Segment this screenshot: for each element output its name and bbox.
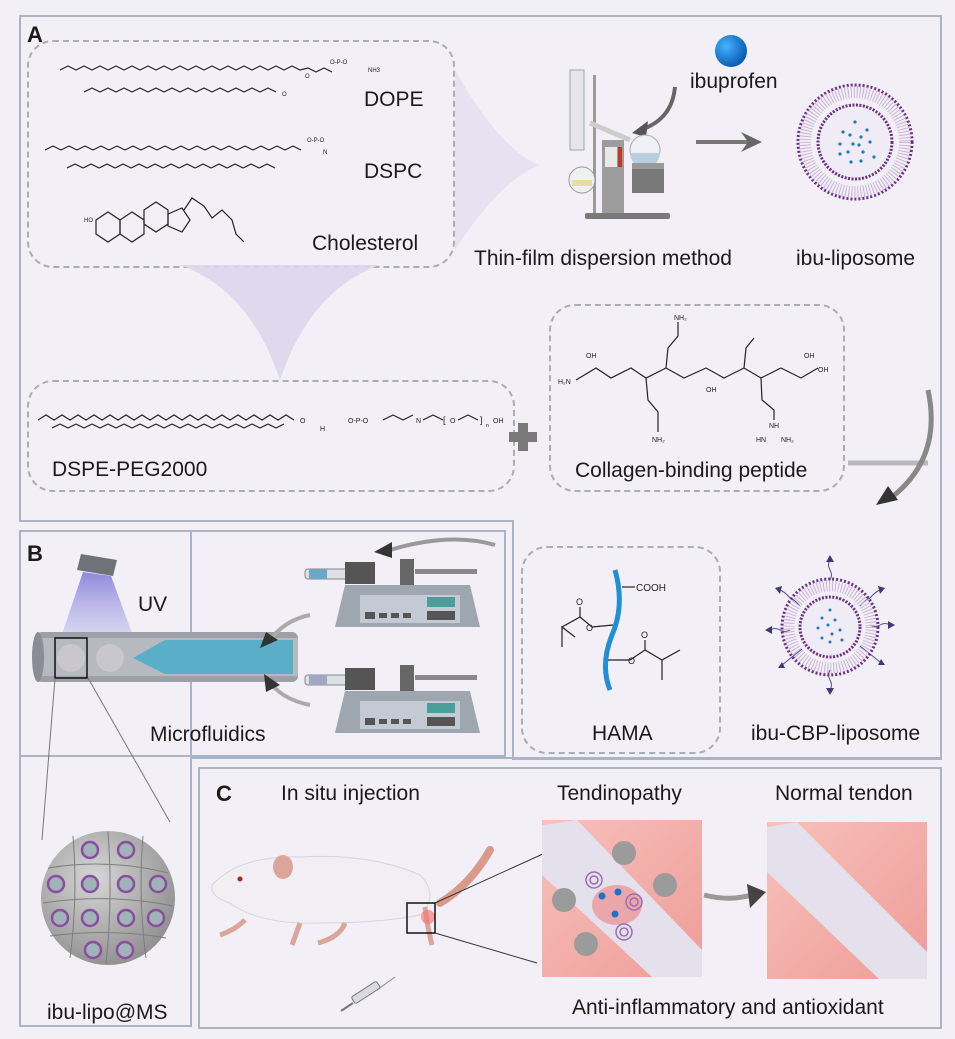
svg-text:OH: OH	[804, 353, 815, 360]
svg-text:HN: HN	[756, 437, 766, 444]
panel-b-outer-border	[19, 530, 192, 1027]
svg-text:H: H	[320, 426, 325, 433]
syringe-icon	[340, 976, 396, 1012]
panel-bc-frame	[190, 757, 942, 1029]
svg-text:O: O	[576, 597, 583, 607]
ibu-cbp-liposome-icon	[765, 555, 895, 695]
svg-text:]: ]	[480, 415, 483, 425]
ibu-liposome-icon	[796, 83, 914, 201]
ibuprofen-sphere-icon	[715, 35, 747, 67]
dope-structure: O O-P-O NH3 O	[59, 60, 381, 98]
svg-text:O-P-O: O-P-O	[307, 138, 325, 144]
arrow-right-icon	[696, 132, 762, 152]
svg-text:NH₂: NH₂	[781, 437, 794, 444]
label-cholesterol: Cholesterol	[312, 232, 419, 255]
microsphere-icon	[41, 831, 175, 965]
normal-tendon-image	[767, 822, 927, 979]
label-ibuprofen: ibuprofen	[690, 70, 778, 93]
hama-box	[521, 546, 721, 754]
syringe-pump-2-icon	[304, 665, 480, 733]
svg-text:OH: OH	[706, 387, 717, 394]
svg-text:OH: OH	[493, 418, 504, 425]
svg-text:[: [	[443, 415, 446, 425]
curved-arrow-icon	[632, 86, 677, 137]
syringe-pump-1-icon	[304, 559, 480, 627]
funnel-shape	[180, 70, 540, 380]
plus-icon	[509, 423, 537, 451]
svg-text:O: O	[450, 418, 456, 425]
label-dspc: DSPC	[364, 160, 423, 183]
panel-a-border	[19, 15, 942, 522]
svg-text:HO: HO	[84, 218, 93, 224]
top-flow-arrow-icon	[374, 537, 496, 558]
svg-text:O: O	[586, 623, 593, 633]
cholesterol-structure: HO	[84, 197, 245, 243]
svg-text:N: N	[416, 418, 421, 425]
svg-text:O-P-O: O-P-O	[330, 60, 348, 66]
svg-text:O-P-O: O-P-O	[348, 418, 369, 425]
label-in-situ-injection: In situ injection	[281, 782, 420, 805]
svg-text:NH: NH	[769, 423, 779, 430]
label-tendinopathy: Tendinopathy	[557, 782, 682, 805]
svg-text:H₂N: H₂N	[558, 379, 571, 386]
panel-a-lower-right-border	[512, 520, 942, 760]
svg-text:O: O	[300, 418, 306, 425]
arrow-heal-icon	[703, 884, 766, 908]
svg-text:OH: OH	[818, 367, 829, 374]
dope-head-label: NH3	[368, 68, 381, 74]
rotary-evaporator-icon	[568, 69, 670, 219]
peptide-box	[549, 304, 845, 492]
dspc-head-label: N	[323, 150, 327, 156]
label-effect: Anti-inflammatory and antioxidant	[572, 996, 884, 1019]
panel-a-label: A	[27, 22, 43, 47]
svg-text:O: O	[282, 92, 287, 98]
hama-structure: COOH O O O O	[560, 569, 681, 691]
svg-text:NH₂: NH₂	[652, 437, 665, 444]
svg-text:O: O	[628, 656, 635, 666]
curved-arrow-down-icon	[848, 389, 934, 505]
svg-text:O: O	[305, 74, 310, 80]
label-uv: UV	[138, 593, 168, 616]
label-collagen-binding-peptide: Collagen-binding peptide	[575, 459, 808, 482]
zoom-lines	[41, 677, 171, 841]
dspc-structure: O-P-O N	[44, 138, 327, 169]
label-dspe-peg2000: DSPE-PEG2000	[52, 458, 208, 481]
hama-cooh-label: COOH	[636, 583, 666, 594]
label-hama: HAMA	[592, 722, 653, 745]
svg-text:O: O	[641, 630, 648, 640]
panel-a-bottom-edge	[19, 520, 514, 522]
svg-text:OH: OH	[586, 353, 597, 360]
panel-c-border	[198, 767, 942, 1029]
label-ibu-lipo-ms: ibu-lipo@MS	[47, 1001, 168, 1024]
dspe-peg-structure: O H O-P-O N [ O ] n OH	[37, 414, 504, 433]
svg-text:n: n	[486, 423, 489, 429]
label-thin-film-method: Thin-film dispersion method	[474, 247, 732, 270]
svg-text:NH₂: NH₂	[674, 315, 687, 322]
label-normal-tendon: Normal tendon	[775, 782, 913, 805]
peptide-structure: H₂N OH NH₂ NH₂ OH NH HN NH₂ OH OH	[558, 315, 829, 444]
rat-icon	[211, 846, 494, 946]
flow-arrows-icon	[260, 613, 311, 707]
panel-b-label: B	[27, 541, 43, 566]
label-ibu-cbp-liposome: ibu-CBP-liposome	[751, 722, 921, 745]
panel-c-label: C	[216, 781, 232, 806]
label-microfluidics: Microfluidics	[150, 723, 266, 746]
tendinopathy-image	[542, 820, 702, 977]
label-dope: DOPE	[364, 88, 424, 111]
microfluidic-channel-icon	[32, 632, 298, 682]
label-ibu-liposome: ibu-liposome	[796, 247, 916, 270]
